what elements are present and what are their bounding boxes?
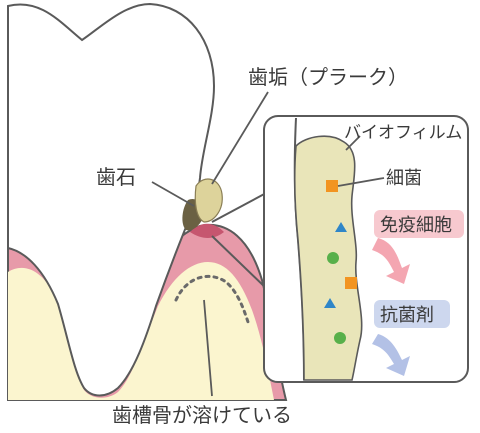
bacteria-square-1: [326, 180, 338, 192]
plaque-leader: [211, 91, 269, 185]
leader-lines: [151, 91, 385, 397]
bacteria-triangle-2: [324, 298, 336, 308]
antibacterial-arrow: [372, 334, 410, 376]
bacteria-label: 細菌: [386, 168, 422, 189]
tooth-illustration: [7, 2, 288, 401]
immune-cells-arrow: [372, 238, 410, 284]
callout-line-top: [211, 191, 269, 223]
bone-loss-label: 歯槽骨が溶けている: [112, 403, 292, 427]
bacteria-circle-2: [334, 332, 346, 344]
callout-line-bottom: [211, 235, 269, 291]
antibacterial-label: 抗菌剤: [380, 305, 434, 326]
biofilm-label: バイオフィルム: [344, 123, 462, 143]
gum-shadow: [190, 223, 224, 238]
antibacterial-label-bg: [374, 300, 450, 328]
biofilm-leader: [345, 135, 361, 151]
plaque-label: 歯垢（プラーク）: [248, 65, 408, 89]
bone-loss-leader: [203, 299, 213, 397]
tartar-leader: [151, 181, 195, 207]
bacteria-triangle-1: [335, 222, 347, 232]
tartar-label: 歯石: [96, 165, 136, 189]
immune-cells-label-bg: [374, 210, 464, 238]
plaque-deposit: [194, 178, 223, 223]
bacteria-square-2: [345, 277, 357, 289]
immune-cells-label: 免疫細胞: [380, 215, 452, 236]
bacteria-leader: [337, 177, 385, 187]
bacteria-circle-1: [327, 252, 339, 264]
